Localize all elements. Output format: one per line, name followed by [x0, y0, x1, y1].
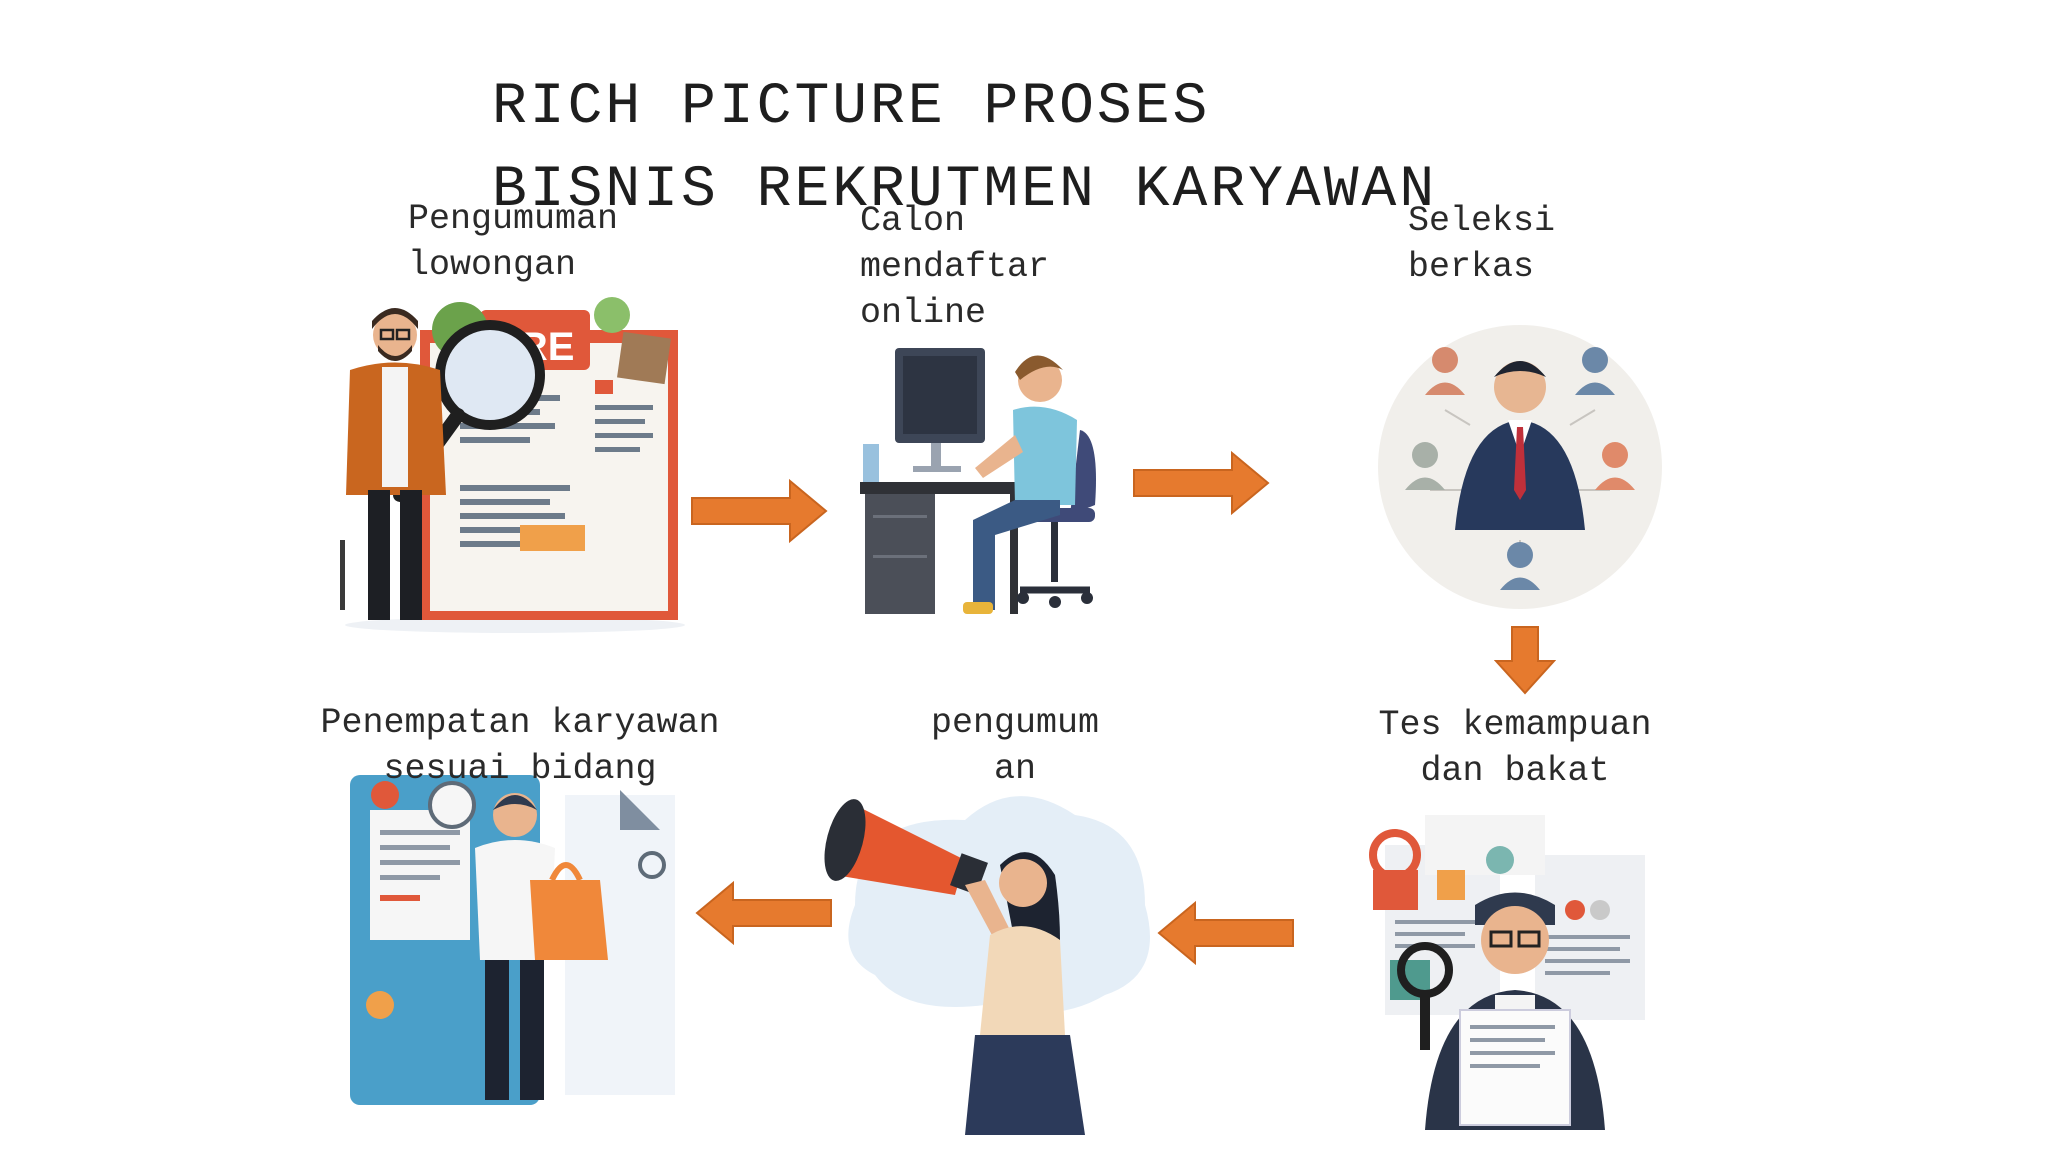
person-at-computer-illustration — [860, 348, 1096, 614]
label-line: Tes kemampuan — [1378, 705, 1652, 745]
flow-arrow-left-1 — [1157, 900, 1294, 966]
label-line: Pengumuman — [408, 199, 619, 239]
document-review-illustration — [1369, 815, 1645, 1130]
step-label-seleksi-berkas: Seleksi berkas — [1408, 198, 1555, 290]
candidate-network-illustration — [1378, 325, 1662, 609]
title-line-1: RICH PICTURE PROSES — [492, 75, 1211, 140]
label-line: lowongan — [408, 245, 577, 285]
title-line-2: BISNIS REKRUTMEN KARYAWAN — [492, 158, 1438, 223]
label-line: Calon — [860, 201, 966, 241]
megaphone-woman-illustration — [824, 796, 1150, 1135]
step-label-pengumuman-lowongan: Pengumuman lowongan — [408, 196, 618, 288]
label-line: pengumum — [930, 703, 1100, 743]
label-line: Penempatan karyawan — [320, 703, 720, 743]
flow-arrow-left-2 — [695, 880, 832, 946]
label-line: an — [993, 749, 1036, 789]
label-line: sesuai bidang — [383, 749, 657, 789]
step-label-pengumuman: pengumum an — [900, 700, 1130, 792]
step-label-calon-mendaftar: Calon mendaftar online — [860, 198, 1049, 336]
label-line: mendaftar — [860, 247, 1050, 287]
employee-placement-illustration — [350, 775, 675, 1105]
magnifier-job-ad-illustration: ARE — [340, 297, 685, 633]
arrow-shape — [1133, 450, 1270, 516]
label-line: dan bakat — [1420, 751, 1610, 791]
label-line: berkas — [1408, 247, 1535, 287]
arrow-shape — [1157, 900, 1294, 966]
arrow-shape — [691, 478, 828, 544]
step-label-penempatan: Penempatan karyawan sesuai bidang — [290, 700, 750, 792]
diagram-title: RICH PICTURE PROSES BISNIS REKRUTMEN KAR… — [492, 66, 1437, 232]
flow-arrow-right-1 — [691, 478, 828, 544]
step-label-tes-kemampuan: Tes kemampuan dan bakat — [1360, 702, 1670, 794]
flow-arrow-down — [1494, 626, 1556, 695]
arrow-shape — [1494, 626, 1556, 695]
flow-arrow-right-2 — [1133, 450, 1270, 516]
label-line: online — [860, 293, 987, 333]
arrow-shape — [695, 880, 832, 946]
label-line: Seleksi — [1408, 201, 1556, 241]
